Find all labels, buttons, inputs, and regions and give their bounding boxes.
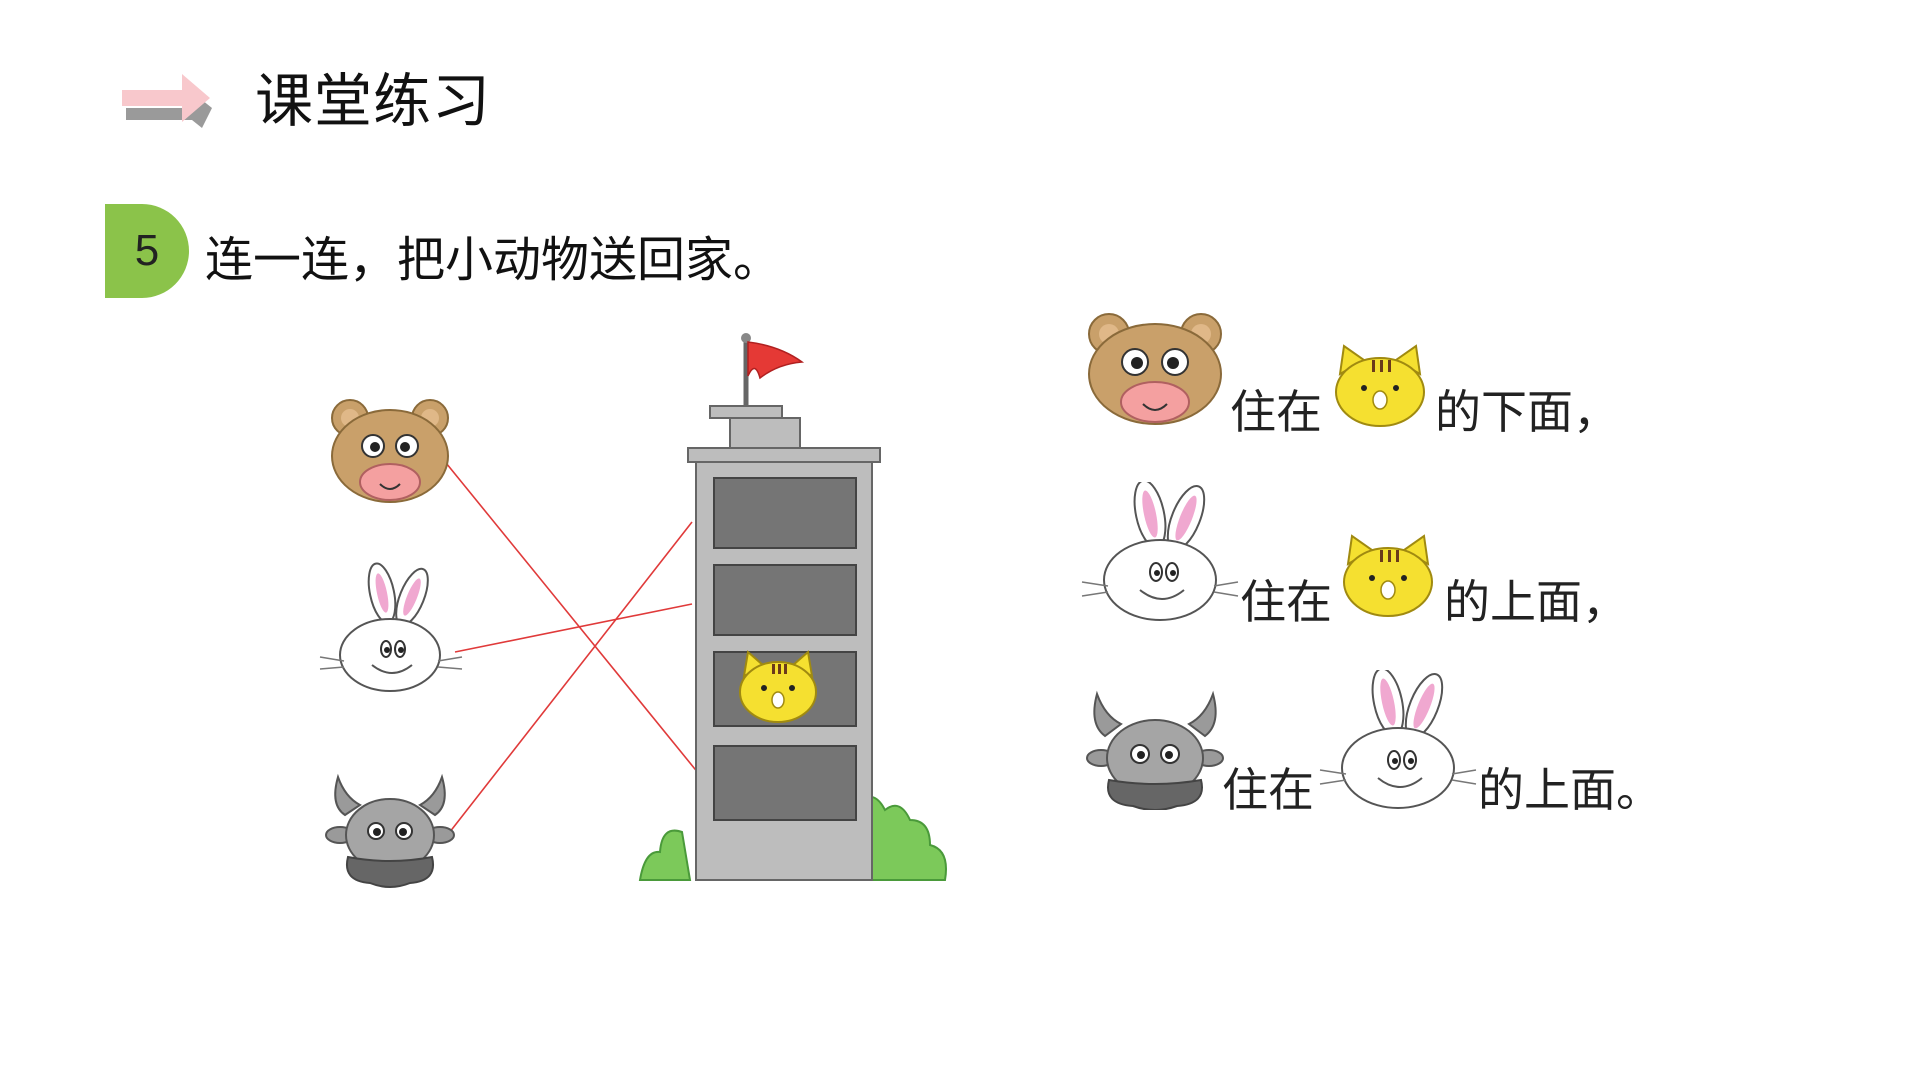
question-instruction: 连一连，把小动物送回家。	[205, 232, 782, 288]
clue-3-text-before: 住在	[1222, 763, 1314, 817]
clue-2-text-before: 住在	[1240, 575, 1332, 629]
clue-1-bear-icon	[1088, 313, 1222, 425]
bear-icon[interactable]	[331, 399, 449, 503]
clue-3-buffalo-icon	[1086, 690, 1224, 810]
floor-3-window[interactable]	[713, 564, 857, 636]
bush-left	[638, 829, 692, 881]
arrow-right-icon	[122, 74, 212, 128]
clue-1-text-before: 住在	[1230, 385, 1322, 439]
clue-1-text-after: 的下面，	[1435, 385, 1619, 439]
floor-1-window[interactable]	[713, 745, 857, 821]
connector-line-bear[interactable]	[441, 457, 713, 791]
connector-line-buffalo[interactable]	[441, 521, 693, 843]
matching-area	[319, 333, 947, 888]
clue-3-text-after: 的上面。	[1478, 763, 1662, 817]
connector-line-rabbit[interactable]	[454, 603, 693, 653]
buffalo-icon[interactable]	[325, 773, 455, 888]
clue-2-rabbit-icon	[1081, 482, 1239, 621]
section-arrow	[120, 70, 220, 130]
clue-3-rabbit-icon	[1319, 670, 1477, 809]
apartment-building	[638, 333, 947, 881]
clue-2-cat-icon	[1343, 534, 1433, 617]
clue-1-cat-icon	[1335, 344, 1425, 427]
floor-4-window[interactable]	[713, 477, 857, 549]
question-number-badge: 5	[105, 204, 189, 298]
flag-icon	[747, 341, 805, 380]
section-title: 课堂练习	[255, 67, 492, 135]
rabbit-icon[interactable]	[319, 561, 463, 692]
cat-icon	[739, 650, 817, 723]
bush-right	[853, 795, 947, 881]
clue-2-text-after: 的上面，	[1444, 575, 1628, 629]
